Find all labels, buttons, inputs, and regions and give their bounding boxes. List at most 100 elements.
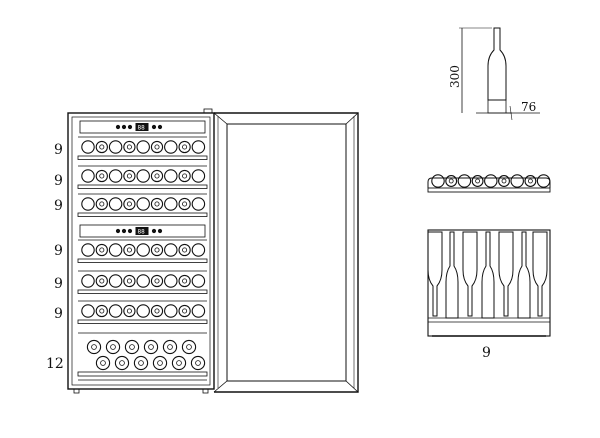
bottle-end (136, 304, 150, 318)
bottle-end (81, 304, 95, 318)
bottle-end (81, 243, 95, 257)
bottle-outline (487, 27, 507, 101)
temperature-display-top (135, 123, 149, 131)
bottle-dimension-detail (459, 27, 540, 121)
side-bottle (498, 231, 514, 317)
bottle-end (81, 197, 95, 211)
bottle-diameter-label: 76 (521, 100, 536, 114)
bottle-end (123, 274, 136, 288)
bottle-end (150, 304, 164, 318)
bottle-end (95, 140, 108, 154)
bottle-end (81, 274, 95, 288)
bottle-end (181, 339, 197, 355)
foot-left (73, 388, 80, 394)
bottle-end (95, 169, 108, 183)
bottle-end (136, 169, 150, 183)
bottle-end (108, 197, 123, 211)
bottle-end (108, 169, 123, 183)
shelf-rail (77, 212, 208, 217)
bottle-end (108, 274, 123, 288)
bottle-end (510, 174, 524, 188)
bottle-end (178, 243, 191, 257)
bottle-end (86, 339, 102, 355)
bottle-end (171, 355, 187, 371)
bottle-end (431, 174, 445, 188)
shelf-rail (427, 187, 551, 193)
top-hinge (203, 108, 213, 114)
bottle-end (191, 243, 206, 257)
bottle-height-label: 300 (448, 65, 462, 88)
bottle-end (191, 304, 206, 318)
bottle-end (191, 274, 206, 288)
side-bottle (462, 231, 478, 317)
side-bottle-rack (427, 231, 548, 319)
shelf-row (77, 300, 208, 324)
bottle-end (178, 197, 191, 211)
control-panel-top (79, 120, 206, 134)
cabinet: 88 88 (67, 108, 215, 394)
bottle-end (81, 169, 95, 183)
shelf-rail (77, 155, 208, 160)
bottle-end (143, 339, 159, 355)
bottle-end (95, 243, 108, 257)
bottle-end (191, 197, 206, 211)
side-bottle (427, 231, 443, 317)
side-bottle (517, 231, 531, 319)
bottle-end (133, 355, 149, 371)
bottle-end (191, 169, 206, 183)
bottle-end (81, 140, 95, 154)
bottle-end (484, 174, 498, 188)
bottle-end (164, 274, 178, 288)
shelf-side-view (427, 229, 551, 337)
bottle-end (124, 339, 140, 355)
shelves (77, 136, 208, 324)
foot-right (202, 388, 209, 394)
bottle-end (498, 175, 510, 187)
bottle-end (150, 197, 164, 211)
bottom-rack (77, 332, 208, 381)
row-count-1: 9 (54, 142, 63, 158)
bottle-end (471, 175, 484, 187)
control-buttons-top: 88 (115, 123, 163, 132)
shelf-front-view (427, 174, 551, 193)
shelf-row (77, 165, 208, 189)
shelf-rail (77, 289, 208, 294)
bottle-end (136, 243, 150, 257)
row-count-7: 12 (46, 356, 64, 372)
bottle-end (150, 274, 164, 288)
display-readout-top: 88 (138, 125, 146, 132)
side-bottle (481, 231, 495, 319)
row-count-labels: 9 9 9 9 9 9 12 (46, 142, 64, 372)
bottle-end (164, 169, 178, 183)
row-count-5: 9 (54, 276, 63, 292)
door-glass (226, 123, 347, 382)
bottle-end (178, 304, 191, 318)
shelf-rail (77, 258, 208, 263)
shelf-rail (77, 184, 208, 189)
bottle-end (123, 243, 136, 257)
row-count-4: 9 (54, 243, 63, 259)
bottle-end (536, 174, 551, 188)
control-buttons-middle: 88 (115, 227, 163, 236)
front-bottle-row (431, 174, 551, 188)
bottle-end (162, 339, 178, 355)
shelf-row (77, 193, 208, 217)
door-outer (214, 112, 359, 393)
bottle-end (136, 140, 150, 154)
bottle-end (164, 140, 178, 154)
bottle-end (150, 243, 164, 257)
bottle-end (136, 197, 150, 211)
bottle-end (150, 169, 164, 183)
bottle-end (178, 140, 191, 154)
bottle-end (164, 304, 178, 318)
bottle-end (445, 175, 458, 187)
side-bottle (445, 231, 459, 319)
control-panel-middle (79, 224, 206, 238)
bottle-end (164, 197, 178, 211)
bottle-end (457, 174, 472, 188)
shelf-capacity-label: 9 (482, 345, 491, 361)
display-readout-middle: 88 (138, 229, 146, 236)
bottle-end (524, 175, 537, 187)
